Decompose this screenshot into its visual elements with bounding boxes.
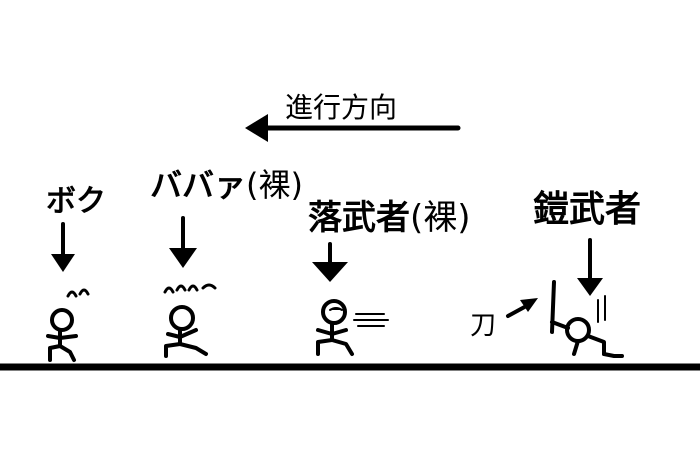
character-label-babaa: ババァ(裸)	[150, 160, 303, 206]
katana-label: 刀	[470, 311, 497, 341]
down-arrow-boku	[51, 222, 75, 272]
boku-figure	[46, 288, 90, 362]
character-name: ババァ	[150, 166, 247, 204]
yoroi-figure	[550, 280, 624, 358]
character-name: 落武者	[308, 198, 410, 238]
babaa-figure	[163, 283, 217, 358]
character-label-ochimusha: 落武者(裸)	[308, 190, 471, 239]
character-name: 鎧武者	[533, 189, 642, 230]
down-arrow-babaa	[169, 216, 197, 268]
character-label-yoroi: 鎧武者	[533, 180, 641, 232]
katana-pointer-arrow	[506, 298, 538, 318]
direction-arrow	[245, 114, 461, 142]
ochimusha-figure	[316, 299, 389, 356]
direction-label: 進行方向	[285, 91, 398, 124]
character-label-boku: ボク	[46, 176, 106, 220]
character-suffix: (裸)	[246, 166, 303, 204]
down-arrow-yoroi	[577, 238, 603, 296]
character-suffix: (裸)	[410, 198, 471, 238]
down-arrow-ochimusha	[312, 242, 348, 282]
character-name: ボク	[46, 184, 106, 219]
